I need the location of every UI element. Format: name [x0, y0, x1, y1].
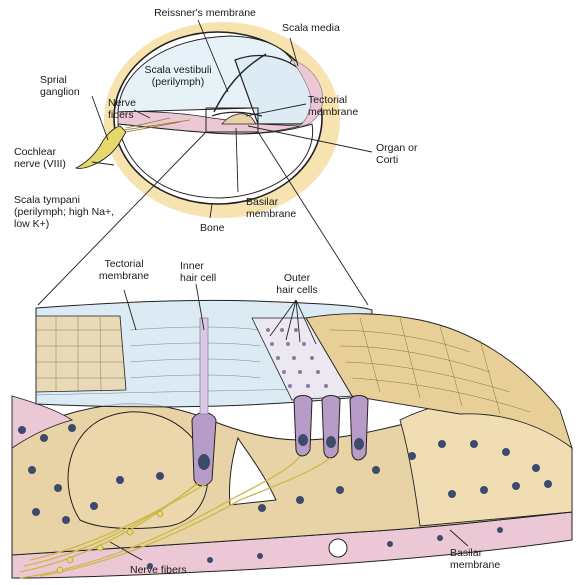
nerve-fiber-bundle — [19, 455, 331, 579]
spiral-ganglion-shape — [74, 125, 127, 169]
bottom-leader-lines — [109, 283, 469, 561]
limbus-grid — [36, 315, 125, 393]
label-scala-media: Scala media — [282, 22, 340, 34]
label-basilar-membrane-top: Basilar membrane — [246, 196, 297, 220]
spiral-limbus — [35, 315, 127, 393]
scala-tympani-region — [117, 123, 314, 199]
top-leader-lines — [37, 19, 373, 306]
stereocilia-pattern — [266, 328, 328, 388]
label-inner-hair-cell: Inner hair cell — [180, 260, 217, 284]
cobble-lines — [329, 317, 531, 415]
label-organ-of-corti: Organ or Corti — [376, 142, 418, 166]
label-spiral-ganglion: Sprial ganglion — [40, 74, 80, 98]
label-reissners-membrane: Reissner's membrane — [154, 7, 256, 19]
organ-of-corti-small — [221, 113, 257, 125]
organ-of-corti-enlarged — [11, 299, 573, 579]
nerve-fiber-dots — [56, 510, 164, 574]
cochlea-cross-section — [74, 22, 340, 218]
label-outer-hair-cells: Outer hair cells — [276, 272, 318, 296]
label-scala-vestibuli: Scala vestibuli (perilymph) — [144, 64, 212, 88]
label-nerve-fibers-top: Nerve fibers — [108, 97, 137, 121]
cell-nuclei — [18, 424, 552, 569]
label-tectorial-membrane-bottom: Tectorial membrane — [98, 258, 150, 282]
zoom-box — [205, 107, 259, 133]
reissners-membrane-line — [213, 53, 267, 113]
label-tectorial-membrane-top: Tectorial membrane — [308, 94, 359, 118]
outer-hair-cells — [293, 395, 369, 461]
label-scala-tympani: Scala tympani (perilymph; high Na+, low … — [14, 194, 115, 230]
spiral-vessel — [328, 538, 348, 558]
nerve-fiber-strands — [123, 117, 191, 133]
label-nerve-fibers-bottom: Nerve fibers — [130, 564, 187, 576]
label-bone: Bone — [200, 222, 225, 234]
inner-hair-cell — [191, 317, 217, 487]
label-basilar-membrane-bottom: Basilar membrane — [450, 547, 501, 571]
tunnel-of-corti — [229, 436, 277, 506]
label-cochlear-nerve: Cochlear nerve (VIII) — [14, 146, 66, 170]
